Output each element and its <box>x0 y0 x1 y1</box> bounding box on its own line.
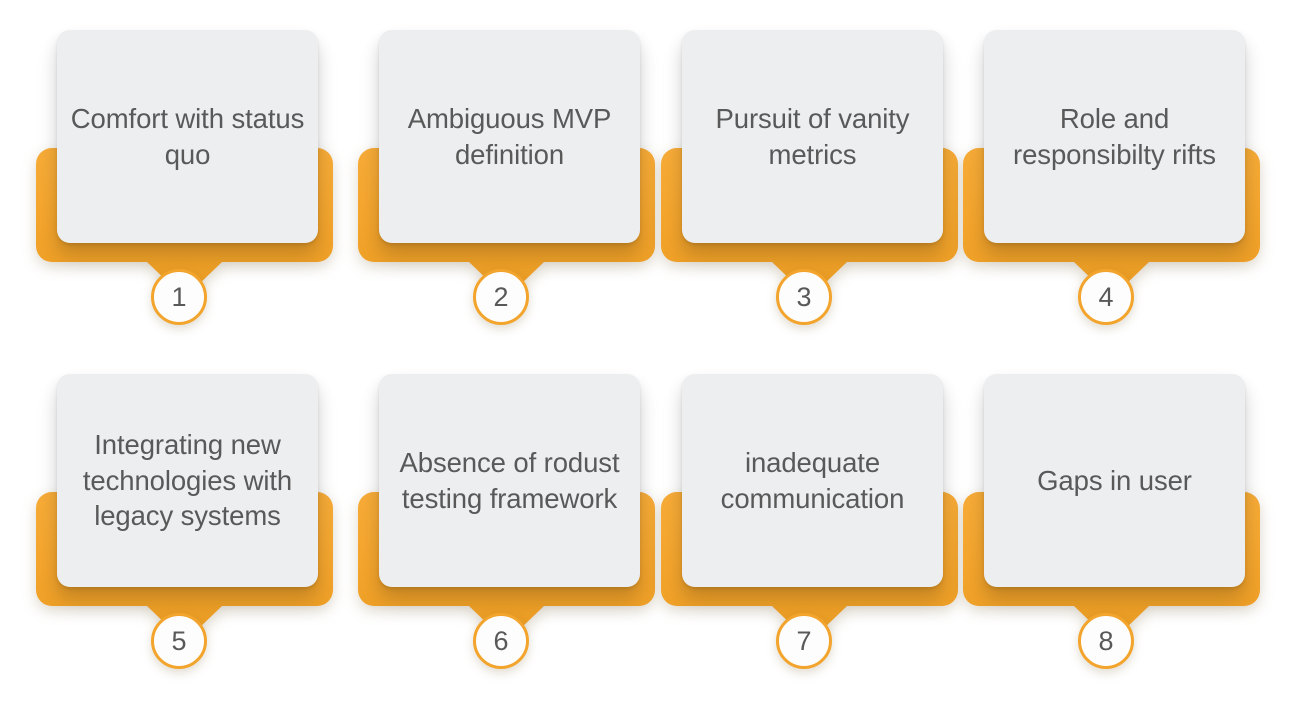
card-number: 6 <box>493 625 509 656</box>
card-number: 1 <box>171 281 187 312</box>
card-number: 3 <box>796 281 812 312</box>
numbered-card-1[interactable]: Comfort with status quo 1 <box>36 0 333 344</box>
numbered-card-8[interactable]: Gaps in user 8 <box>963 344 1260 688</box>
card-body[interactable]: inadequate communication <box>682 374 943 587</box>
card-number: 7 <box>796 625 812 656</box>
numbered-card-5[interactable]: Integrating new technologies with legacy… <box>36 344 333 688</box>
card-row-1: Comfort with status quo 1 <box>0 0 1300 344</box>
card-number: 2 <box>493 281 509 312</box>
card-label: Absence of rodust testing framework <box>399 446 620 514</box>
card-body[interactable]: Role and responsibilty rifts <box>984 30 1245 243</box>
numbered-card-3[interactable]: Pursuit of vanity metrics 3 <box>661 0 958 344</box>
card-body[interactable]: Ambiguous MVP definition <box>379 30 640 243</box>
card-body[interactable]: Absence of rodust testing framework <box>379 374 640 587</box>
card-number-badge[interactable]: 4 <box>1078 269 1134 325</box>
numbered-card-6[interactable]: Absence of rodust testing framework 6 <box>358 344 655 688</box>
card-number-badge[interactable]: 2 <box>473 269 529 325</box>
card-label: inadequate communication <box>720 446 905 514</box>
card-number-badge[interactable]: 1 <box>151 269 207 325</box>
card-number-badge[interactable]: 3 <box>776 269 832 325</box>
card-label: Pursuit of vanity metrics <box>715 102 910 170</box>
card-number-badge[interactable]: 5 <box>151 613 207 669</box>
card-number: 8 <box>1098 625 1114 656</box>
card-label: Role and responsibilty rifts <box>1013 102 1216 170</box>
card-label: Ambiguous MVP definition <box>407 102 612 170</box>
card-number-badge[interactable]: 6 <box>473 613 529 669</box>
card-label: Integrating new technologies with legacy… <box>82 428 293 532</box>
card-label: Gaps in user <box>1037 464 1192 496</box>
card-body[interactable]: Pursuit of vanity metrics <box>682 30 943 243</box>
card-number-badge[interactable]: 8 <box>1078 613 1134 669</box>
numbered-card-7[interactable]: inadequate communication 7 <box>661 344 958 688</box>
card-body[interactable]: Comfort with status quo <box>57 30 318 243</box>
card-number: 5 <box>171 625 187 656</box>
card-body[interactable]: Gaps in user <box>984 374 1245 587</box>
numbered-card-2[interactable]: Ambiguous MVP definition 2 <box>358 0 655 344</box>
numbered-card-4[interactable]: Role and responsibilty rifts 4 <box>963 0 1260 344</box>
card-number: 4 <box>1098 281 1114 312</box>
card-label: Comfort with status quo <box>70 102 305 170</box>
card-number-badge[interactable]: 7 <box>776 613 832 669</box>
card-row-2: Integrating new technologies with legacy… <box>0 344 1300 688</box>
card-body[interactable]: Integrating new technologies with legacy… <box>57 374 318 587</box>
